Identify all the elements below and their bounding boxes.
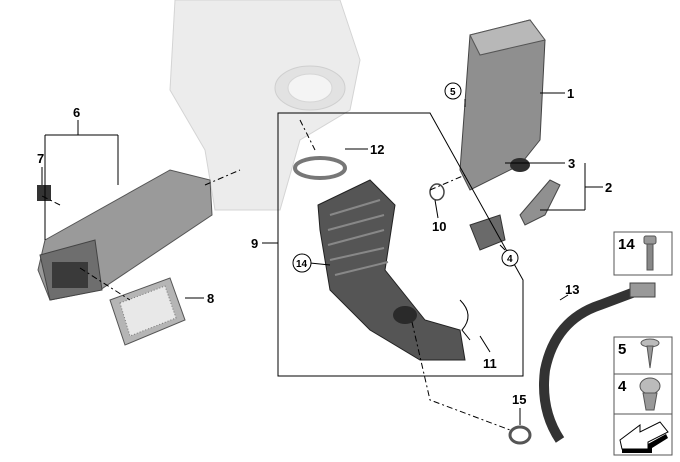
circled-callout-5-text: 5 [450, 87, 456, 98]
circled-callout-14-text: 14 [296, 259, 308, 270]
seal-part-10 [429, 183, 445, 201]
callout-12: 12 [370, 142, 384, 157]
arrow-symbol-icon [619, 421, 669, 453]
grommet-part-3 [510, 158, 530, 172]
callout-leader-lines [41, 92, 603, 425]
grille-part-8 [109, 277, 186, 346]
callout-6: 6 [73, 105, 80, 120]
callout-11: 11 [483, 356, 497, 371]
grommet-part-7 [37, 185, 51, 201]
group-box-9 [277, 112, 524, 377]
air-filter-housing-ghost [169, 0, 361, 211]
circled-callout-14 [292, 253, 312, 273]
hose-end-fitting [629, 282, 656, 298]
circled-callout-4-text: 4 [507, 254, 513, 265]
inset-box-14 [613, 231, 673, 276]
air-intake-hose-part-14 [317, 179, 466, 361]
bracket-part-2 [519, 179, 561, 226]
holder-part-4 [469, 214, 506, 251]
circled-callout-5 [444, 82, 462, 100]
expansion-nut-screw-icon [639, 377, 661, 411]
callout-8: 8 [207, 291, 214, 306]
clamp-part-12 [293, 156, 347, 180]
callout-15: 15 [512, 392, 526, 407]
intake-duct-part-6 [37, 169, 213, 301]
callout-9: 9 [251, 236, 258, 251]
assembly-lines [39, 119, 511, 431]
screw-icon [640, 338, 660, 369]
inset-label-4: 4 [618, 378, 627, 395]
callout-13: 13 [565, 282, 579, 297]
resonator-part-1 [459, 19, 546, 191]
circled-callout-4 [501, 249, 519, 267]
callout-10: 10 [432, 219, 446, 234]
callout-2: 2 [605, 180, 612, 195]
callout-7: 7 [37, 151, 44, 166]
vent-hose-part-13 [539, 285, 642, 443]
inset-label-5: 5 [618, 341, 626, 358]
o-ring-part-15 [508, 425, 532, 445]
wire-part-11 [459, 299, 471, 341]
inset-label-14: 14 [618, 236, 635, 253]
flange-bolt-icon [643, 235, 657, 271]
callout-3: 3 [568, 156, 575, 171]
callout-1: 1 [567, 86, 574, 101]
